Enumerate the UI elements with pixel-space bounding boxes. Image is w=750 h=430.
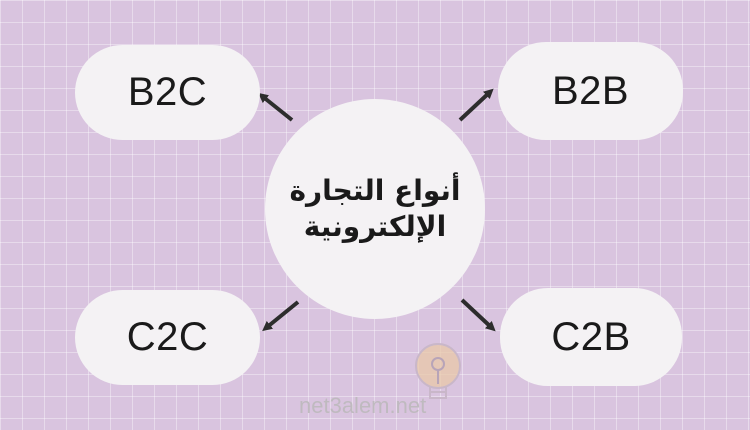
c2c-node: C2C: [75, 290, 260, 385]
b2c-label: B2C: [127, 70, 208, 114]
center-circle: أنواع التجارة الإلكترونية: [265, 99, 485, 319]
center-title-line-2: الإلكترونية: [303, 210, 447, 243]
lightbulb-logo-icon: [415, 343, 461, 399]
arrow-to-b2c: [258, 92, 294, 122]
arrow-to-c2b: [460, 298, 496, 332]
arrow-to-b2b: [458, 88, 494, 122]
c2b-label: C2B: [551, 314, 631, 359]
c2c-label: C2C: [126, 315, 209, 359]
watermark-text: net3alem.net: [299, 393, 427, 418]
b2b-label: B2B: [551, 68, 630, 113]
b2c-node: B2C: [75, 45, 260, 140]
center-title-line-1: أنواع التجارة: [289, 173, 461, 207]
c2b-node: C2B: [500, 288, 682, 386]
b2b-node: B2B: [498, 42, 683, 140]
arrow-to-c2c: [262, 300, 300, 332]
